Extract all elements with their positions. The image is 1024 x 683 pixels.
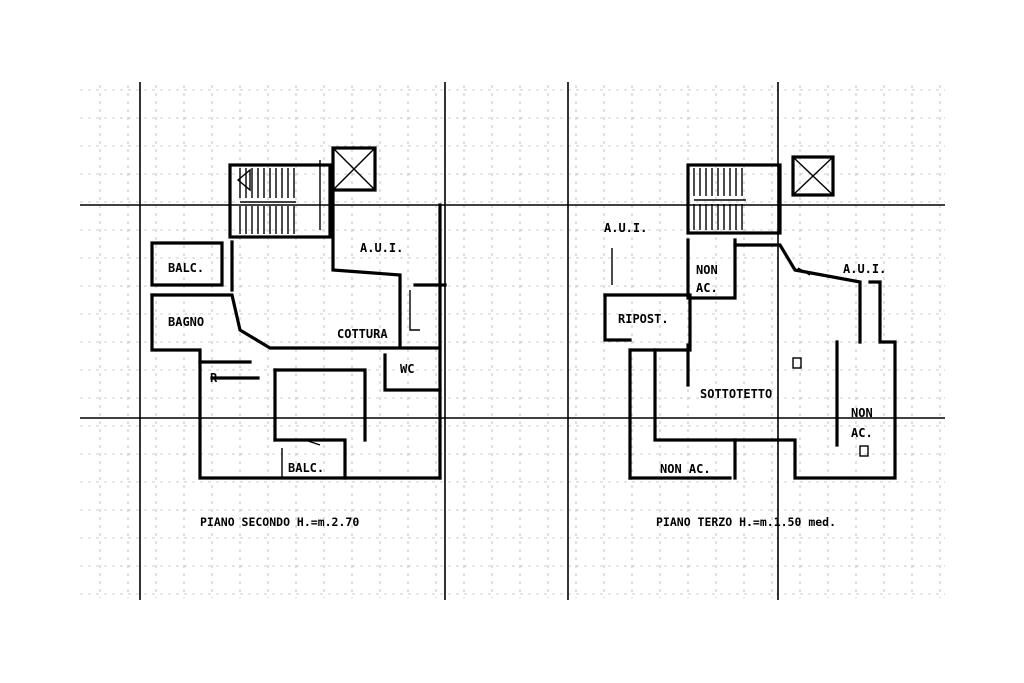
room-label-balc-bottom: BALC.: [288, 461, 325, 475]
right-floor-plan: [603, 155, 897, 480]
right-walls: [603, 238, 897, 480]
room-label-aui-left-plan: A.U.I.: [360, 241, 404, 255]
left-walls: [150, 160, 447, 480]
right-elevator-shaft: [791, 155, 835, 197]
grid-layer: [80, 82, 945, 600]
stair-treads: [693, 168, 746, 230]
room-label-aui-left: A.U.I.: [604, 221, 648, 235]
room-label-aui-right: A.U.I.: [843, 262, 887, 276]
room-label-ripost: RIPOST.: [618, 312, 669, 326]
left-stairwell: [228, 163, 332, 239]
room-label-bagno: BAGNO: [168, 315, 205, 329]
room-label-wc: WC: [400, 362, 415, 376]
room-label-letto: R: [210, 371, 218, 385]
room-label-cottura: COTTURA: [337, 327, 388, 341]
right-stairwell: [686, 163, 782, 235]
room-label-non-ac-bottom: NON AC.: [660, 462, 711, 476]
room-label-sottotetto: SOTTOTETTO: [700, 387, 773, 401]
left-floor-plan: [150, 146, 447, 480]
room-label-balc-top: BALC.: [168, 261, 205, 275]
left-elevator-shaft: [331, 146, 377, 192]
room-label-non-ac-top: NON AC.: [696, 263, 718, 295]
stair-treads: [239, 168, 296, 234]
caption-piano-secondo: PIANO SECONDO H.=m.2.70: [200, 515, 360, 529]
caption-piano-terzo: PIANO TERZO H.=m.1.50 med.: [656, 515, 837, 529]
room-label-non-ac-right: NON AC.: [851, 406, 873, 440]
